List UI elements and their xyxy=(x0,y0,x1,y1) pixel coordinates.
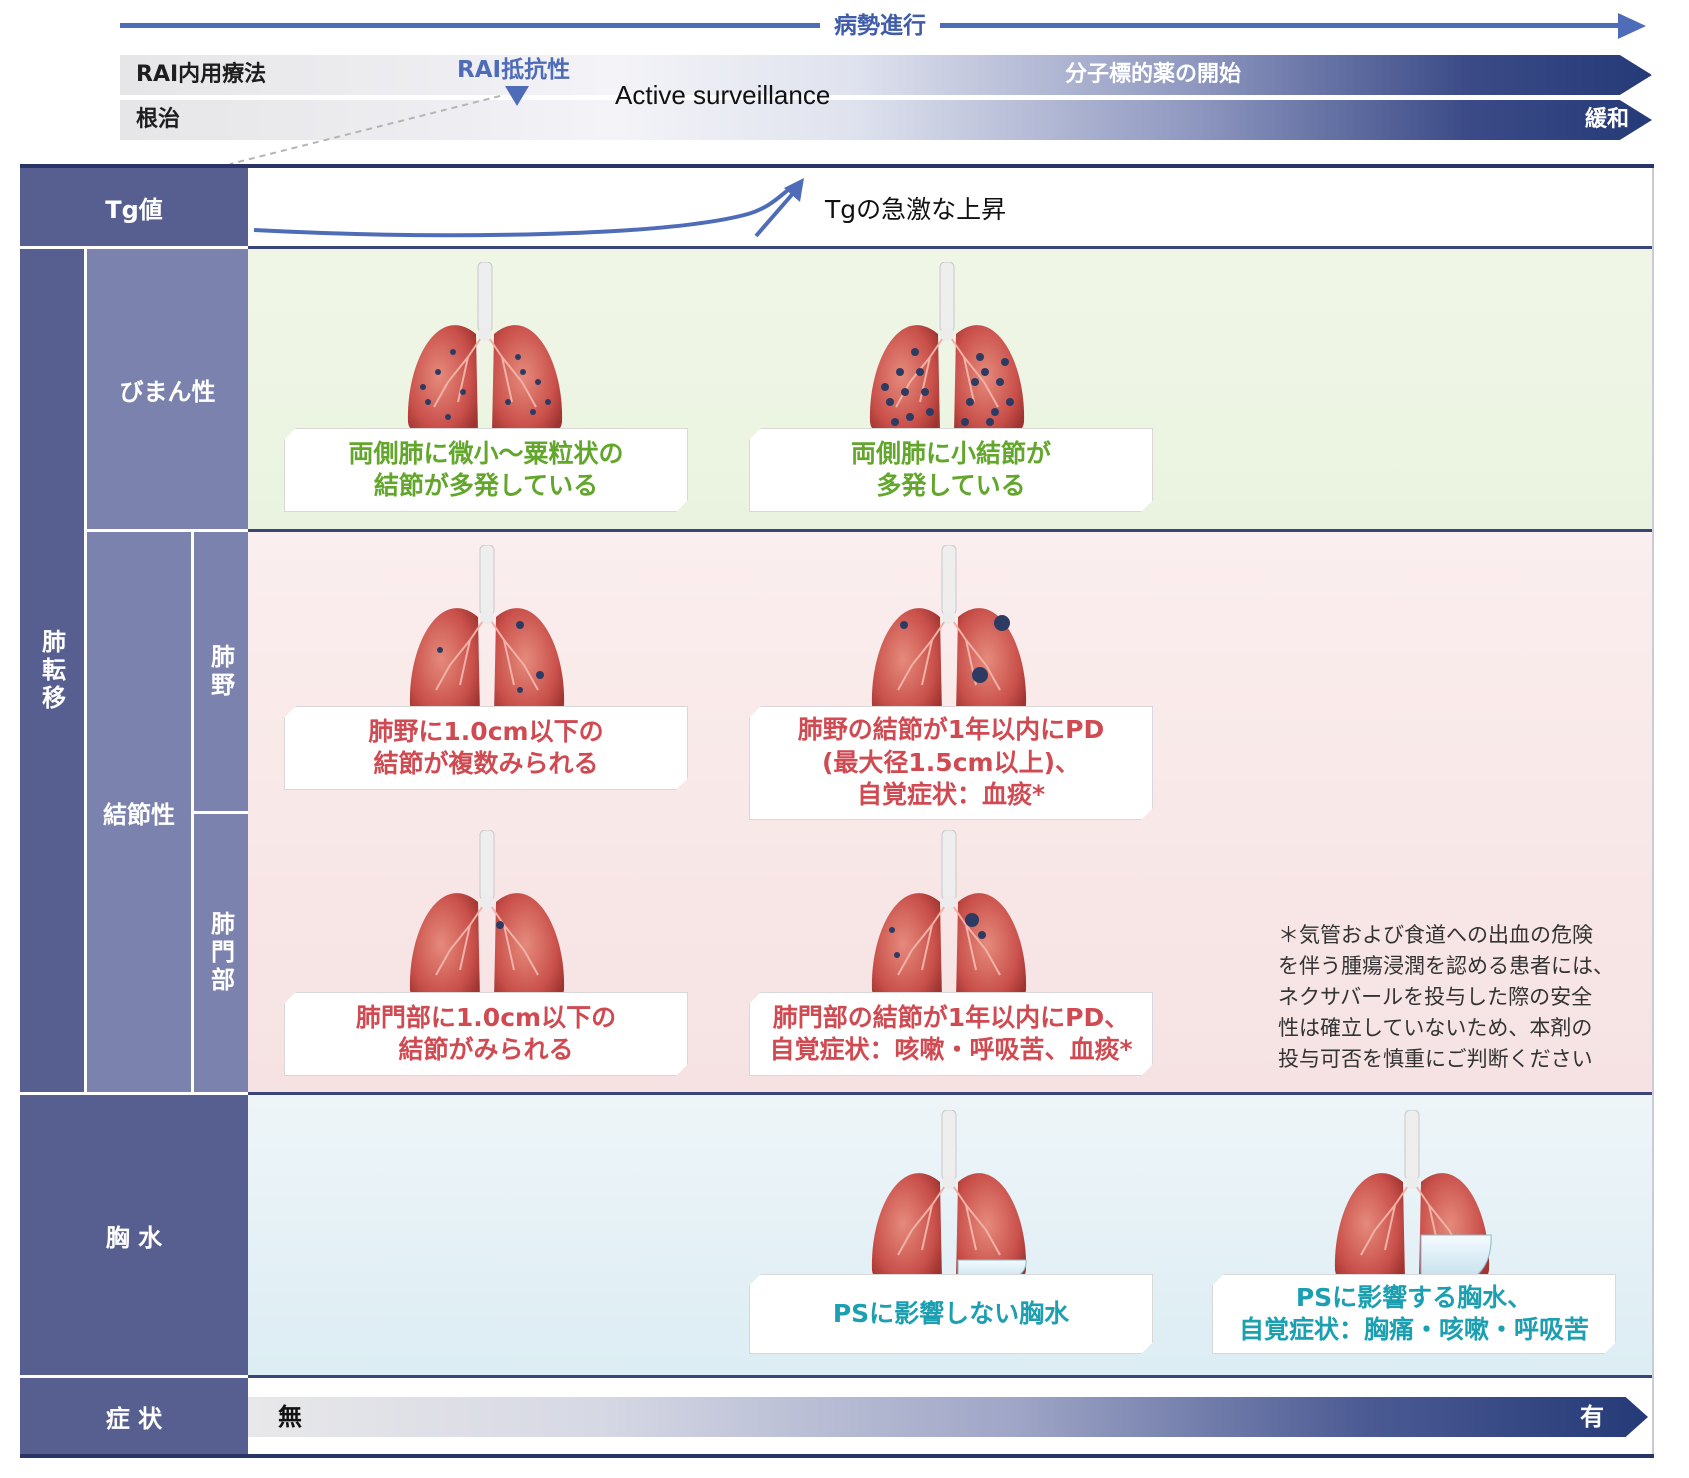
row-divider xyxy=(248,529,1654,532)
row-divider xyxy=(248,1375,1654,1378)
right-border xyxy=(1652,168,1654,1454)
pleural-effusion-label: 胸 水 xyxy=(20,1095,248,1375)
lung-icon xyxy=(406,262,564,440)
label-divider xyxy=(20,1092,248,1095)
triangle-down-icon xyxy=(505,86,529,106)
symptom-gradient-arrow xyxy=(248,1397,1648,1437)
effusion-box-2: PSに影響する胸水、 自覚症状：胸痛・咳嗽・呼吸苦 xyxy=(1212,1274,1616,1354)
frame-bottom xyxy=(20,1454,1654,1458)
lung-icon xyxy=(868,262,1026,440)
tg-annotation: Tgの急激な上昇 xyxy=(825,195,1007,224)
rai-therapy-band xyxy=(120,55,1652,95)
palliation-label: 緩和 xyxy=(1585,107,1630,132)
label-divider xyxy=(20,246,248,249)
lung-icon xyxy=(870,545,1028,723)
footnote: ＊気管および食道への出血の危険 を伴う腫瘍浸潤を認める患者には、 ネクサバールを… xyxy=(1278,923,1614,1071)
label-divider xyxy=(191,532,194,1092)
label-divider xyxy=(194,811,248,814)
frame-top xyxy=(20,164,1654,168)
cure-label: 根治 xyxy=(136,107,181,132)
tg-row xyxy=(248,168,1654,246)
label-divider xyxy=(84,249,87,1092)
nodular-label: 結節性 xyxy=(87,532,191,1092)
lung-icon xyxy=(870,830,1028,1008)
rising-curve-icon xyxy=(253,178,804,238)
rai-resistance-label: RAI抵抗性 xyxy=(457,57,571,83)
lung-icon xyxy=(408,545,566,723)
symptoms-label: 症 状 xyxy=(20,1378,248,1454)
symptom-present-label: 有 xyxy=(1580,1403,1604,1431)
active-surveillance-label: Active surveillance xyxy=(615,80,831,110)
arrow-right-icon xyxy=(1618,13,1646,39)
lung-icon xyxy=(870,1110,1028,1288)
lung-metastasis-label: 肺転移 xyxy=(20,249,84,1092)
effusion-box-1: PSに影響しない胸水 xyxy=(749,1274,1153,1354)
dotted-guide-lines xyxy=(229,58,1653,165)
hilum-box-2: 肺門部の結節が1年以内にPD、 自覚症状：咳嗽・呼吸苦、血痰* xyxy=(749,992,1153,1076)
symptom-none-label: 無 xyxy=(278,1403,302,1431)
lung-field-box-2: 肺野の結節が1年以内にPD (最大径1.5cm以上)、 自覚症状：血痰* xyxy=(749,706,1153,820)
diffuse-label: びまん性 xyxy=(87,249,248,529)
lung-field-label: 肺野 xyxy=(194,532,248,811)
cure-band xyxy=(120,100,1652,140)
hilum-box-1: 肺門部に1.0cm以下の 結節がみられる xyxy=(284,992,688,1076)
lung-field-box-1: 肺野に1.0cm以下の 結節が複数みられる xyxy=(284,706,688,790)
progression-label: 病勢進行 xyxy=(820,10,940,42)
hilum-label: 肺門部 xyxy=(194,814,248,1092)
diffuse-box-1: 両側肺に微小〜粟粒状の 結節が多発している xyxy=(284,428,688,512)
lung-icon xyxy=(408,830,566,1008)
lung-icon xyxy=(1333,1110,1492,1290)
diffuse-box-2: 両側肺に小結節が 多発している xyxy=(749,428,1153,512)
label-divider xyxy=(87,529,248,532)
tg-label: Tg値 xyxy=(20,168,248,246)
rai-therapy-label: RAI内用療法 xyxy=(136,62,267,87)
row-divider xyxy=(248,246,1654,249)
row-divider xyxy=(248,1092,1654,1095)
molecular-targeted-label: 分子標的薬の開始 xyxy=(1065,62,1242,87)
label-divider xyxy=(20,1375,248,1378)
